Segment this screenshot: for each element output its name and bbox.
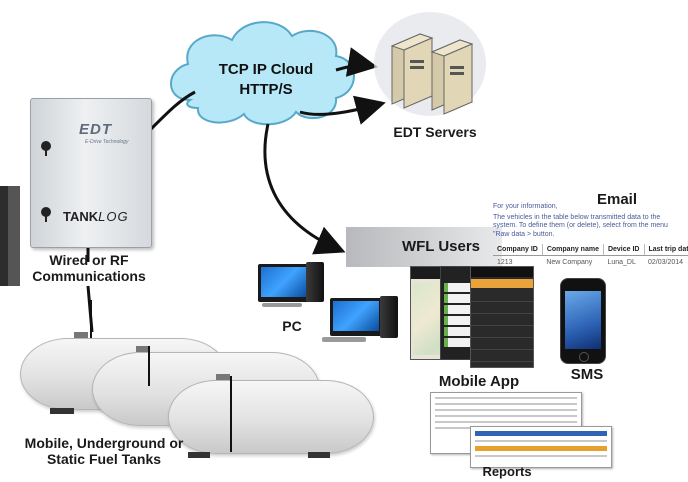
email-body: The vehicles in the table below transmit… [493,214,668,238]
wfl-users-label: WFL Users [401,238,481,255]
cloud-label: TCP IP Cloud HTTP/S [206,60,326,99]
tank-cap [136,346,150,352]
table-header: Device ID [603,244,645,256]
table-cell: 02/03/2014 [648,259,684,266]
cloud-line-1: TCP IP Cloud [218,61,314,78]
fuel-tanks-label: Mobile, Underground or Static Fuel Tanks [24,435,184,468]
monitor-icon [258,264,310,302]
email-table: Company ID Company name Device ID Last t… [493,244,688,269]
brand-prefix: TANK [63,209,99,224]
communications-label: Wired or RF Communications [32,252,146,285]
tower-icon [380,296,398,338]
edge-strip-dark [0,186,8,286]
tank-pole [148,346,150,386]
fuel-tank [168,380,374,454]
keyboard-icon [322,337,366,342]
tanklog-brand: TANKLOG [63,209,129,224]
cloud-to-server-arrow-top [335,47,378,77]
tank-pole [230,376,232,452]
cloud-to-server-arrow-bottom [299,95,386,125]
table-cell: Luna_DL [607,259,636,266]
table-cell: 1213 [497,259,513,266]
tower-icon [306,262,324,302]
table-header: Company ID [493,244,543,256]
servers-label: EDT Servers [393,124,477,140]
table-header: Company name [542,244,604,256]
tank-leg [50,408,74,414]
lock-icon [41,207,51,222]
cloud-line-2: HTTP/S [239,80,293,98]
lock-icon [41,141,51,156]
cloud-to-wfl-arrow [263,123,346,255]
report-sheet-front [470,426,612,468]
wfl-users-bar [346,227,502,267]
keyboard-icon [262,303,302,307]
table-cell: New Company [546,259,593,266]
tank-cap [74,332,88,338]
pc-label: PC [282,318,302,334]
mobile-app-menu-screen [470,266,534,368]
reports-label: Reports [482,464,532,479]
mobile-app-label: Mobile App [438,373,520,390]
tank-cap [216,374,230,380]
brand-suffix: LOG [98,209,129,224]
monitor-icon [330,298,382,336]
tank-leg [188,452,210,458]
server-icon [374,12,486,116]
email-intro: For your information, [493,203,558,210]
sms-label: SMS [570,366,604,383]
edt-logo: EDT [79,121,112,138]
table-header: Last trip date [644,244,688,256]
tank-leg [308,452,330,458]
edt-logo-subtitle: E-Drive Technology [85,139,129,145]
smartphone-icon [560,278,606,364]
table-row: 1213 New Company Luna_DL 02/03/2014 [493,256,688,270]
email-title: Email [597,191,638,208]
tanklog-control-box: EDT E-Drive Technology TANKLOG [30,98,152,248]
tank-pole [90,300,92,338]
box-to-cloud-connector [148,90,196,132]
